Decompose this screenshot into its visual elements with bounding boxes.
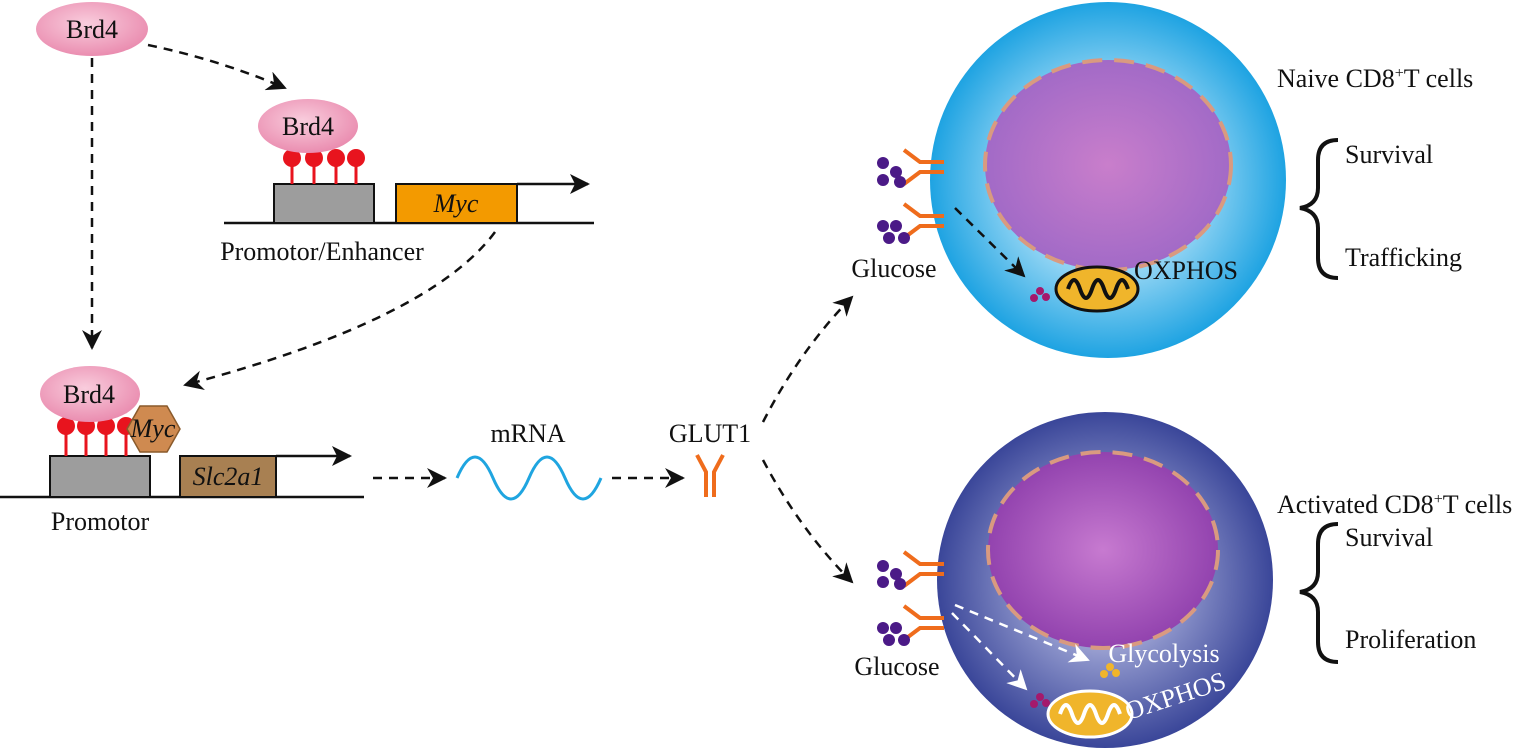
naive-cell-title: Naive CD8+T cells [1277, 64, 1473, 93]
mrna-label: mRNA [490, 419, 565, 448]
slc2a1-gene-box [179, 455, 277, 498]
brd4-enhancer-bound [258, 99, 358, 153]
activated-glucose-transporters [902, 550, 944, 642]
acetyl-marks-promoter [57, 417, 135, 456]
activated-cd8-cell: Glucose Glycolysis OXPHOS [854, 412, 1273, 748]
naive-outcome-1: Trafficking [1345, 243, 1462, 272]
naive-brace [1299, 138, 1339, 280]
brd4-free: Brd4 [36, 2, 148, 56]
slc2a1-gene-label: Slc2a1 [193, 462, 264, 491]
activated-pyruvate-dots [1030, 693, 1050, 708]
myc-protein-label: Myc [130, 414, 176, 443]
arrow-glut1-to-naive [761, 295, 854, 423]
naive-glucose-molecules [877, 157, 910, 244]
naive-pyruvate-dots [1030, 287, 1050, 302]
promoter-gene-unit: Slc2a1 Brd4 Myc Promotor [0, 366, 364, 536]
promoter-enhancer-label: Promotor/Enhancer [220, 237, 424, 266]
naive-glucose-label: Glucose [851, 254, 936, 283]
naive-nucleus [983, 58, 1233, 272]
activated-outcome-0: Survival [1345, 523, 1433, 552]
naive-arrow-to-oxphos [954, 207, 1026, 278]
myc-gene-box [395, 183, 518, 224]
activated-arrow-to-oxphos [951, 612, 1028, 691]
enhancer-box [273, 183, 375, 224]
mrna-wave [455, 455, 603, 501]
naive-cd8-cell: Glucose OXPHOS [851, 2, 1286, 358]
arrow-glut1-to-activated [761, 459, 854, 584]
acetyl-marks-enhancer [283, 149, 365, 184]
enhancer-gene-unit: Myc Brd4 Promotor/Enhancer [220, 99, 594, 266]
glut1-label: GLUT1 [669, 419, 751, 448]
brd4-enhancer-label: Brd4 [282, 112, 334, 141]
activated-mitochondrion [1046, 689, 1134, 739]
activated-glucose-label: Glucose [854, 652, 939, 681]
activated-nucleus [986, 450, 1220, 650]
activated-glucose-molecules [877, 560, 910, 646]
activated-cell-title: Activated CD8+T cells [1277, 490, 1512, 519]
naive-glucose-transporters [902, 148, 944, 240]
promoter-label: Promotor [51, 507, 150, 536]
activated-outcome-1: Proliferation [1345, 625, 1476, 654]
brd4-free-label: Brd4 [66, 15, 118, 44]
glut1-transporter: GLUT1 [669, 419, 751, 497]
naive-mitochondrion [1054, 265, 1140, 313]
promoter-box [49, 455, 151, 498]
brd4-promoter-label: Brd4 [63, 380, 115, 409]
activated-arrow-to-glycolysis [954, 603, 1090, 663]
naive-outcome-0: Survival [1345, 140, 1433, 169]
activated-outcomes: Survival Proliferation [1299, 522, 1476, 664]
arrow-brd4-to-enhancer [147, 43, 287, 91]
activated-glycolysis-dots [1100, 663, 1120, 678]
activated-glycolysis-label: Glycolysis [1108, 639, 1219, 668]
mrna: mRNA [455, 419, 603, 501]
naive-outcomes: Survival Trafficking [1299, 138, 1462, 280]
myc-protein-hexagon [126, 405, 181, 453]
naive-oxphos-label: OXPHOS [1134, 256, 1238, 285]
brd4-promoter-bound [40, 366, 140, 422]
myc-gene-label: Myc [433, 189, 479, 218]
activated-brace [1299, 522, 1339, 664]
